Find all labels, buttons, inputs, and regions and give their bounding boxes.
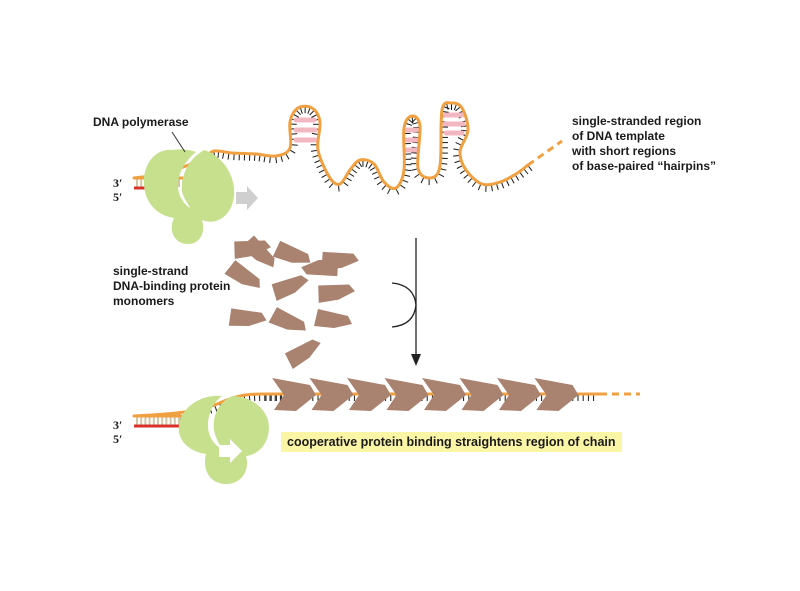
bottom-panel	[132, 378, 640, 484]
ssb-monomer	[241, 235, 275, 268]
middle-panel	[224, 235, 421, 369]
template-continuation-dashed	[527, 139, 563, 167]
top-template-bases	[208, 102, 533, 195]
polymerase-pointer-line	[171, 131, 186, 153]
ssb-monomer-cloud	[224, 235, 359, 369]
template-label-line: single-stranded region	[572, 114, 702, 128]
ssb-label-line: DNA-binding protein	[113, 279, 231, 293]
bound-ssb-protein	[272, 378, 316, 411]
polymerase-label: DNA polymerase	[93, 115, 189, 130]
template-label: single-stranded region of DNA template w…	[572, 114, 716, 174]
ssb-monomer	[224, 260, 260, 289]
bound-ssb-protein	[422, 378, 466, 411]
dna-polymerase-top	[143, 149, 235, 244]
ssb-monomer	[314, 309, 352, 328]
ssb-monomer	[318, 284, 355, 303]
ssb-label-line: monomers	[113, 294, 175, 308]
five-prime-label-top: 5′	[113, 190, 123, 204]
down-arrow-icon	[411, 354, 421, 366]
bound-ssb-proteins	[272, 378, 579, 411]
bound-ssb-protein	[384, 378, 429, 411]
ssb-monomer	[301, 258, 339, 277]
top-panel	[132, 101, 563, 244]
hairpin-base-pairs	[293, 112, 466, 153]
ssb-monomer	[272, 240, 311, 263]
bracket-icon	[391, 282, 417, 328]
caption-text: cooperative protein binding straightens …	[287, 435, 616, 449]
dna-polymerase-bottom	[178, 395, 269, 484]
three-prime-label-top: 3′	[113, 176, 123, 190]
template-label-line: of DNA template	[572, 129, 665, 143]
bound-ssb-protein	[497, 378, 541, 411]
single-stranded-template	[132, 101, 530, 190]
bound-ssb-protein	[309, 378, 354, 411]
ssb-monomer	[271, 275, 309, 301]
ssb-monomer	[284, 339, 321, 369]
template-label-line: with short regions	[572, 144, 677, 158]
template-label-line: of base-paired “hairpins”	[572, 159, 717, 173]
bound-ssb-protein	[347, 378, 391, 411]
ssb-label-line: single-strand	[113, 264, 189, 278]
caption-highlight: cooperative protein binding straightens …	[281, 432, 622, 452]
five-prime-label-bottom: 5′	[113, 432, 123, 446]
ssb-label: single-strand DNA-binding protein monome…	[113, 264, 230, 309]
bound-ssb-protein	[459, 378, 504, 411]
polymerase-label-text: DNA polymerase	[93, 115, 189, 129]
white-right-arrow-icon	[219, 439, 242, 463]
bound-ssb-protein	[534, 378, 579, 411]
gray-right-arrow-icon	[236, 186, 258, 210]
ssb-monomer	[228, 308, 267, 326]
ssb-monomer	[268, 307, 306, 331]
three-prime-label-bottom: 3′	[113, 418, 123, 432]
straightened-template	[132, 392, 602, 418]
